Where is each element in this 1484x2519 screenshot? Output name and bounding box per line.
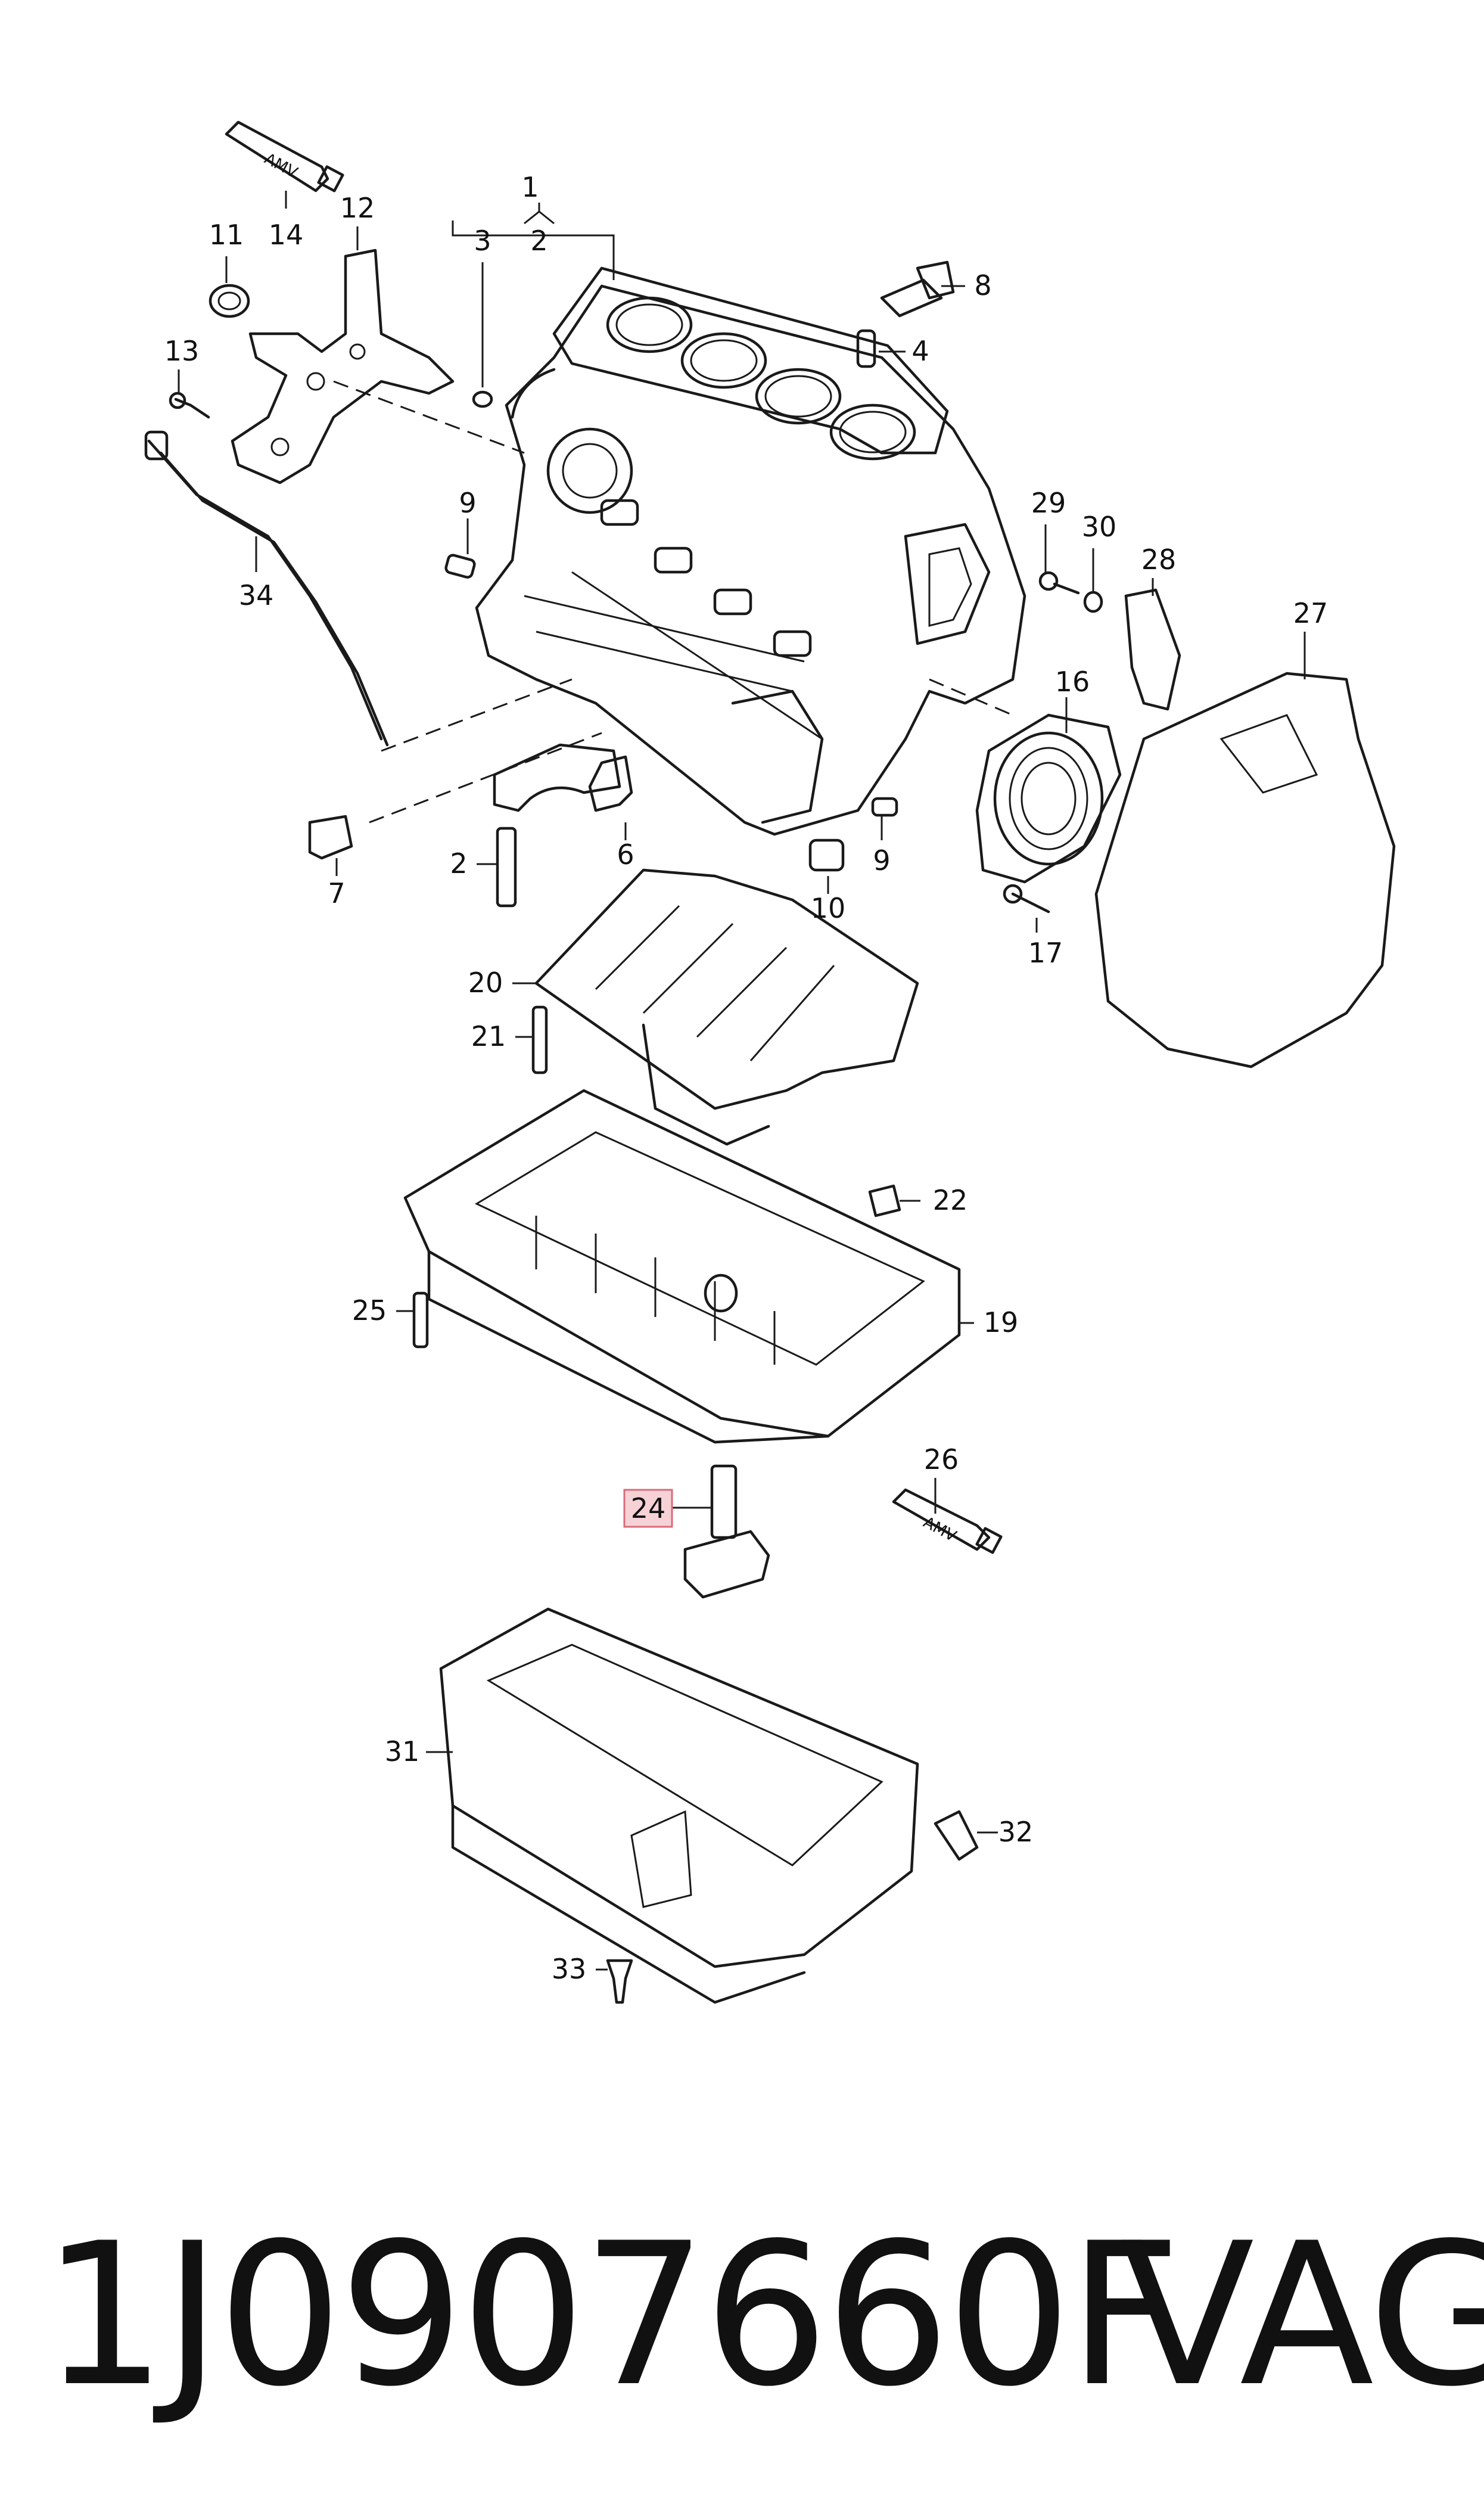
tube-label-bottom: AMV [920,1514,959,1546]
dowel-pin [871,797,898,817]
callout-19: 19 [984,1306,1019,1338]
plug-bolt [880,260,955,318]
rivet [606,1959,633,2004]
callout-32: 32 [998,1816,1034,1848]
callout-22: 22 [933,1184,968,1216]
callout-16: 16 [1055,666,1090,698]
clip [934,1810,979,1861]
callout-6: 6 [617,838,634,871]
callouts: 1 2 3 8 4 11 12 14 13 34 9 9 10 2 6 7 16… [164,171,1329,1985]
highlight-box-24 [623,1489,673,1528]
bolt [1011,892,1050,914]
intermediate-plate [1094,672,1396,1069]
bolt [412,1291,429,1349]
oil-pump-bracket [231,249,455,484]
engine-block [475,266,1026,836]
oil-pan-lower [439,1607,919,2004]
oil-level-sensor [683,1464,770,1599]
callout-31: 31 [385,1735,420,1768]
seal-ring [472,390,493,408]
alignment-line [381,678,573,752]
callout-14: 14 [269,219,304,251]
brand-label: VAG [1120,2201,1484,2430]
callout-20: 20 [468,967,503,999]
drain-plug [868,1184,901,1217]
dowel-pin [444,554,476,579]
callout-7: 7 [328,877,345,909]
callout-24: 24 [631,1492,666,1524]
oil-baffle [534,868,919,1146]
bolt [174,397,210,419]
bearing-cap [493,743,621,908]
exploded-parts-diagram: AMV [144,120,1396,2004]
callout-2: 2 [530,225,547,257]
alignment-line [369,732,602,824]
bolt [1038,571,1059,591]
callout-33: 33 [552,1953,587,1985]
callout-13: 13 [164,335,200,367]
callout-3: 3 [474,225,491,257]
callout-26: 26 [924,1443,959,1476]
callout-34: 34 [239,579,274,611]
callout-12: 12 [340,192,375,224]
callout-11: 11 [209,219,244,251]
sleeve [808,838,845,872]
callout-30: 30 [1082,511,1117,543]
rear-seal-flange [975,713,1122,884]
callout-9b: 9 [873,844,890,877]
callout-2b: 2 [450,847,467,880]
dowel-pin [856,329,876,368]
part-number: 1J0907660F [42,2201,1181,2430]
sealant-tube-top: AMV [225,120,344,192]
callout-8: 8 [974,269,991,302]
callout-29: 29 [1031,487,1066,519]
callout-27: 27 [1293,597,1329,629]
oil-pressure-switch [308,815,353,860]
leader-lines [178,191,1306,1971]
callout-21: 21 [471,1020,506,1052]
washer [1083,591,1103,613]
callout-17: 17 [1028,937,1063,969]
oil-spray-nozzle [588,755,633,812]
callout-4: 4 [911,335,929,367]
callout-28: 28 [1141,543,1177,576]
sealant-tube-bottom: AMV [892,1488,1003,1554]
callout-1: 1 [521,171,539,203]
callout-25: 25 [352,1294,387,1327]
callout-10: 10 [811,892,846,924]
oil-pan-upper [403,1089,961,1444]
alignment-line [929,678,1013,716]
callout-9a: 9 [459,487,476,519]
sender-bracket [1124,588,1181,711]
bolt [531,1005,548,1074]
o-ring [209,284,250,318]
